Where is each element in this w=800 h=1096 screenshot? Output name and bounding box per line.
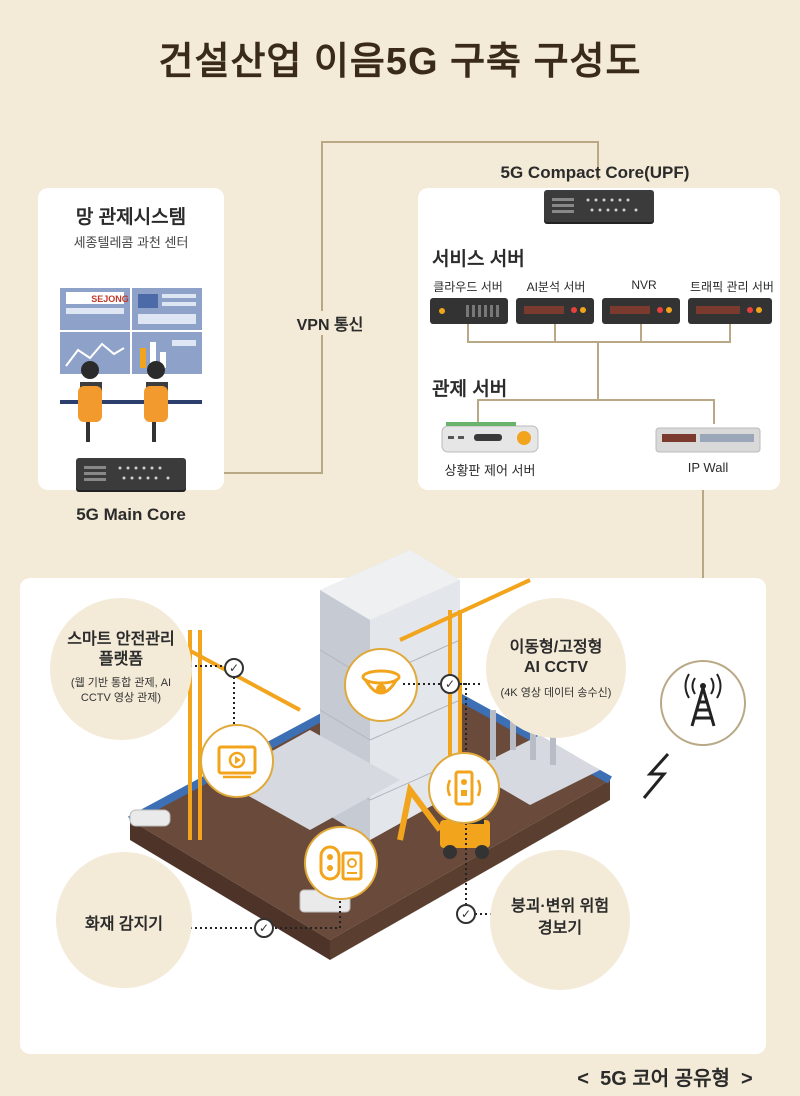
check-icon: ✓	[254, 918, 274, 938]
fire-detector-title: 화재 감지기	[84, 916, 164, 933]
server-label-cloud: 클라우드 서버	[433, 280, 503, 294]
sensor-icon	[428, 752, 500, 824]
collapse-alarm-circle: 붕괴·변위 위험 경보기	[490, 850, 630, 990]
check-icon: ✓	[440, 674, 460, 694]
antenna-tower-icon	[660, 660, 746, 746]
smart-safety-title: 스마트 안전관리 플랫폼	[67, 631, 175, 668]
monitoring-subtitle: 세종텔레콤 과천 센터	[73, 235, 189, 250]
footer-label: < 5G 코어 공유형 >	[577, 1068, 753, 1090]
cctv-circle: 이동형/고정형 AI CCTV (4K 영상 데이터 송수신)	[486, 598, 626, 738]
server-diagram	[430, 298, 772, 453]
server-label-ipwall: IP Wall	[687, 460, 729, 475]
server-label-board: 상황판 제어 서버	[444, 463, 536, 478]
cctv-sub: (4K 영상 데이터 송수신)	[500, 687, 612, 699]
server-label-nvr: NVR	[631, 278, 657, 292]
service-servers-heading: 서비스 서버	[432, 249, 525, 270]
server-panel: 서비스 서버 클라우드 서버 AI분석 서버 NVR 트래픽 관리 서버	[418, 188, 780, 490]
compact-core-label: 5G Compact Core(UPF)	[500, 163, 690, 182]
compact-core-server	[544, 190, 654, 222]
smart-safety-platform-circle: 스마트 안전관리 플랫폼 (웹 기반 통합 관제, AI CCTV 영상 관제)	[50, 598, 192, 740]
collapse-alarm-title: 붕괴·변위 위험 경보기	[510, 898, 610, 937]
lightning-icon	[642, 752, 670, 799]
page-title: 건설산업 이음5G 구축 구성도	[158, 41, 642, 83]
vpn-label: VPN 통신	[290, 311, 370, 335]
cctv-icon	[344, 648, 418, 722]
smart-safety-sub: (웹 기반 통합 관제, AI CCTV 영상 관제)	[70, 677, 172, 704]
control-servers-heading: 관제 서버	[432, 379, 508, 400]
control-room-illustration	[60, 288, 202, 442]
server-label-ai: AI분석 서버	[526, 280, 586, 294]
sejong-logo: SEJONG	[91, 294, 129, 304]
fire-detector-icon	[304, 826, 378, 900]
server-label-traffic: 트래픽 관리 서버	[690, 280, 774, 294]
main-core-label: 5G Main Core	[76, 505, 186, 524]
video-player-icon	[200, 724, 274, 798]
check-icon: ✓	[456, 904, 476, 924]
monitoring-panel: 망 관제시스템 세종텔레콤 과천 센터 SEJONG	[38, 188, 224, 490]
check-icon: ✓	[224, 658, 244, 678]
cctv-title: 이동형/고정형 AI CCTV	[509, 639, 603, 676]
main-core-server	[76, 458, 186, 490]
fire-detector-circle: 화재 감지기	[56, 852, 192, 988]
monitoring-title: 망 관제시스템	[75, 207, 187, 228]
